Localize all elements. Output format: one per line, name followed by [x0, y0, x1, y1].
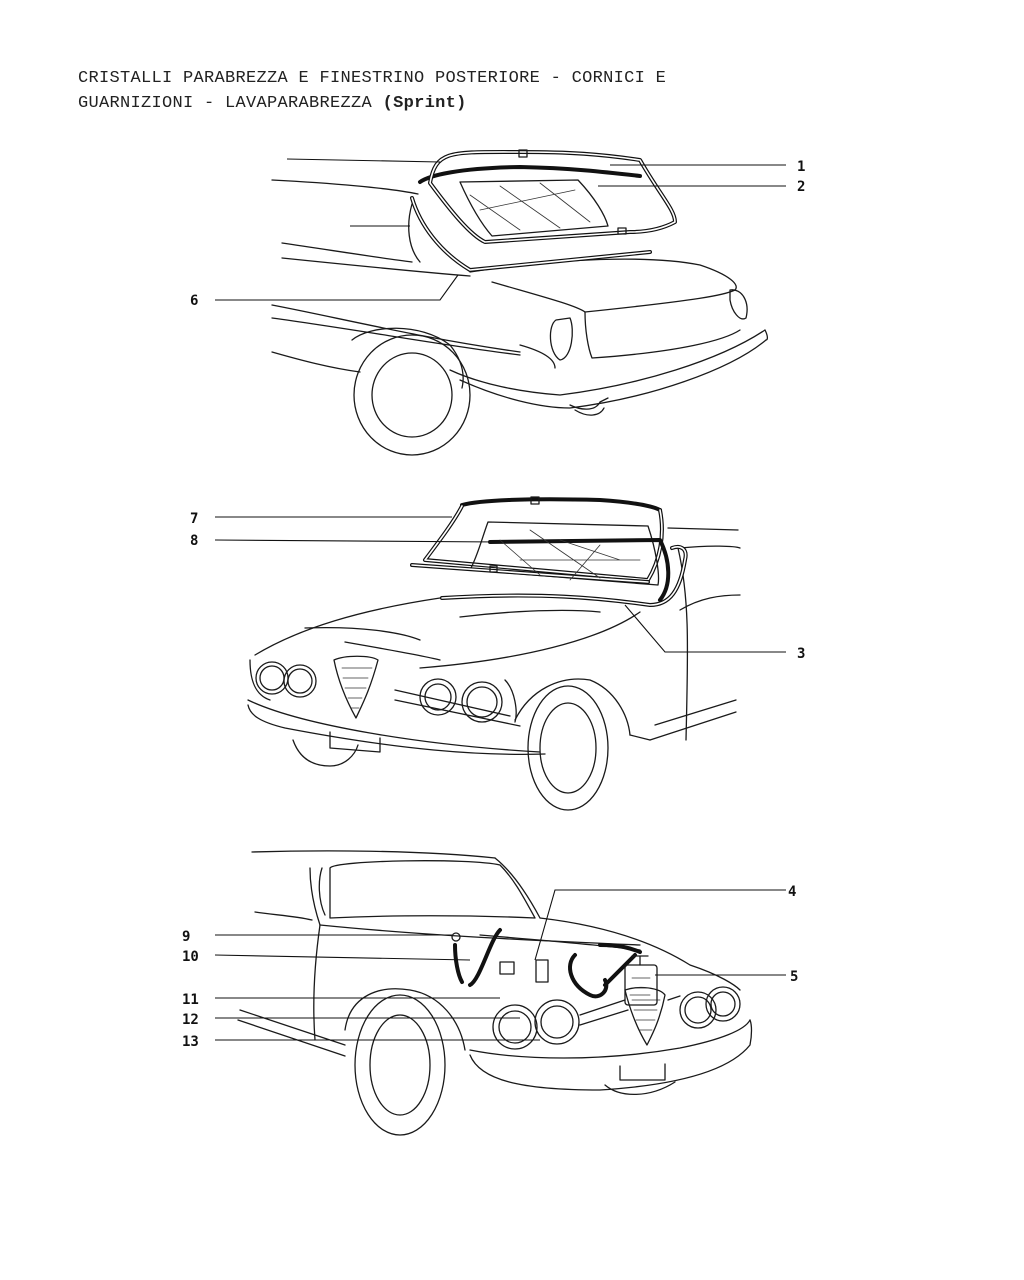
figure-rear-window: 1 2 6 — [190, 149, 805, 456]
callout-2: 2 — [797, 179, 805, 195]
windscreen-glass — [410, 496, 688, 607]
callout-7: 7 — [190, 511, 198, 527]
title-line-1: CRISTALLI PARABREZZA E FINESTRINO POSTER… — [78, 69, 667, 88]
callout-8: 8 — [190, 533, 198, 549]
title-model-sprint: (Sprint) — [382, 94, 467, 113]
title-line-2: GUARNIZIONI - LAVAPARABREZZA (Sprint) — [78, 91, 666, 116]
figure-windscreen: 7 8 3 — [190, 496, 805, 811]
callout-6: 6 — [190, 293, 198, 309]
car-washer-drawing — [237, 850, 753, 1136]
callout-3: 3 — [797, 646, 805, 662]
callout-4: 4 — [788, 884, 796, 900]
leader-lines-fig1 — [215, 158, 786, 301]
figure-washer: 9 10 11 12 13 4 5 — [182, 850, 798, 1136]
callout-13: 13 — [182, 1034, 199, 1050]
car-front-drawing — [247, 527, 741, 811]
callout-1: 1 — [797, 159, 805, 175]
car-rear-drawing — [271, 179, 769, 456]
leader-lines-fig3 — [214, 889, 786, 1041]
callout-10: 10 — [182, 949, 199, 965]
callout-12: 12 — [182, 1012, 199, 1028]
title-line-2-text: GUARNIZIONI - LAVAPARABREZZA — [78, 94, 383, 113]
leader-lines-fig2 — [214, 516, 786, 653]
rear-window-glass — [410, 149, 677, 272]
callout-9: 9 — [182, 929, 190, 945]
page-title: CRISTALLI PARABREZZA E FINESTRINO POSTER… — [78, 66, 666, 116]
callout-11: 11 — [182, 992, 199, 1008]
callout-5: 5 — [790, 969, 798, 985]
